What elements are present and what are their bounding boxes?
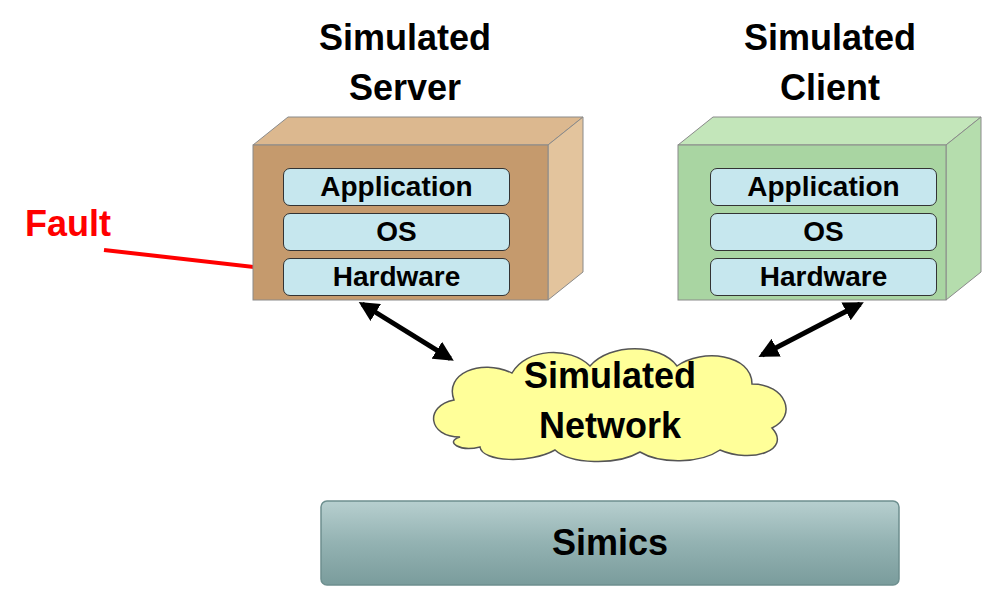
node-text: Hardware: [333, 261, 461, 293]
node-text: Application: [320, 171, 472, 203]
box-heading: Simulated Server: [270, 13, 540, 113]
link-arrow: [362, 304, 450, 359]
simulator-bar: Simics: [320, 500, 900, 586]
node-text: Hardware: [760, 261, 888, 293]
layer-box: Hardware: [283, 258, 510, 296]
node-text: Simics: [552, 518, 668, 568]
node-text: Application: [747, 171, 899, 203]
box-heading: Simulated Client: [695, 13, 965, 113]
node-text: Simulated Network: [475, 351, 745, 451]
server-box: Simulated ServerApplicationOSHardware: [253, 145, 548, 300]
layer-box: OS: [710, 213, 937, 251]
node-text: OS: [376, 216, 416, 248]
layer-box: Hardware: [710, 258, 937, 296]
node-text: OS: [803, 216, 843, 248]
fault-label: Fault: [25, 203, 111, 245]
network-cloud: Simulated Network: [420, 340, 800, 462]
client-box: Simulated ClientApplicationOSHardware: [678, 145, 946, 300]
link-arrow: [762, 304, 860, 355]
layer-box: OS: [283, 213, 510, 251]
layer-box: Application: [283, 168, 510, 206]
layer-box: Application: [710, 168, 937, 206]
